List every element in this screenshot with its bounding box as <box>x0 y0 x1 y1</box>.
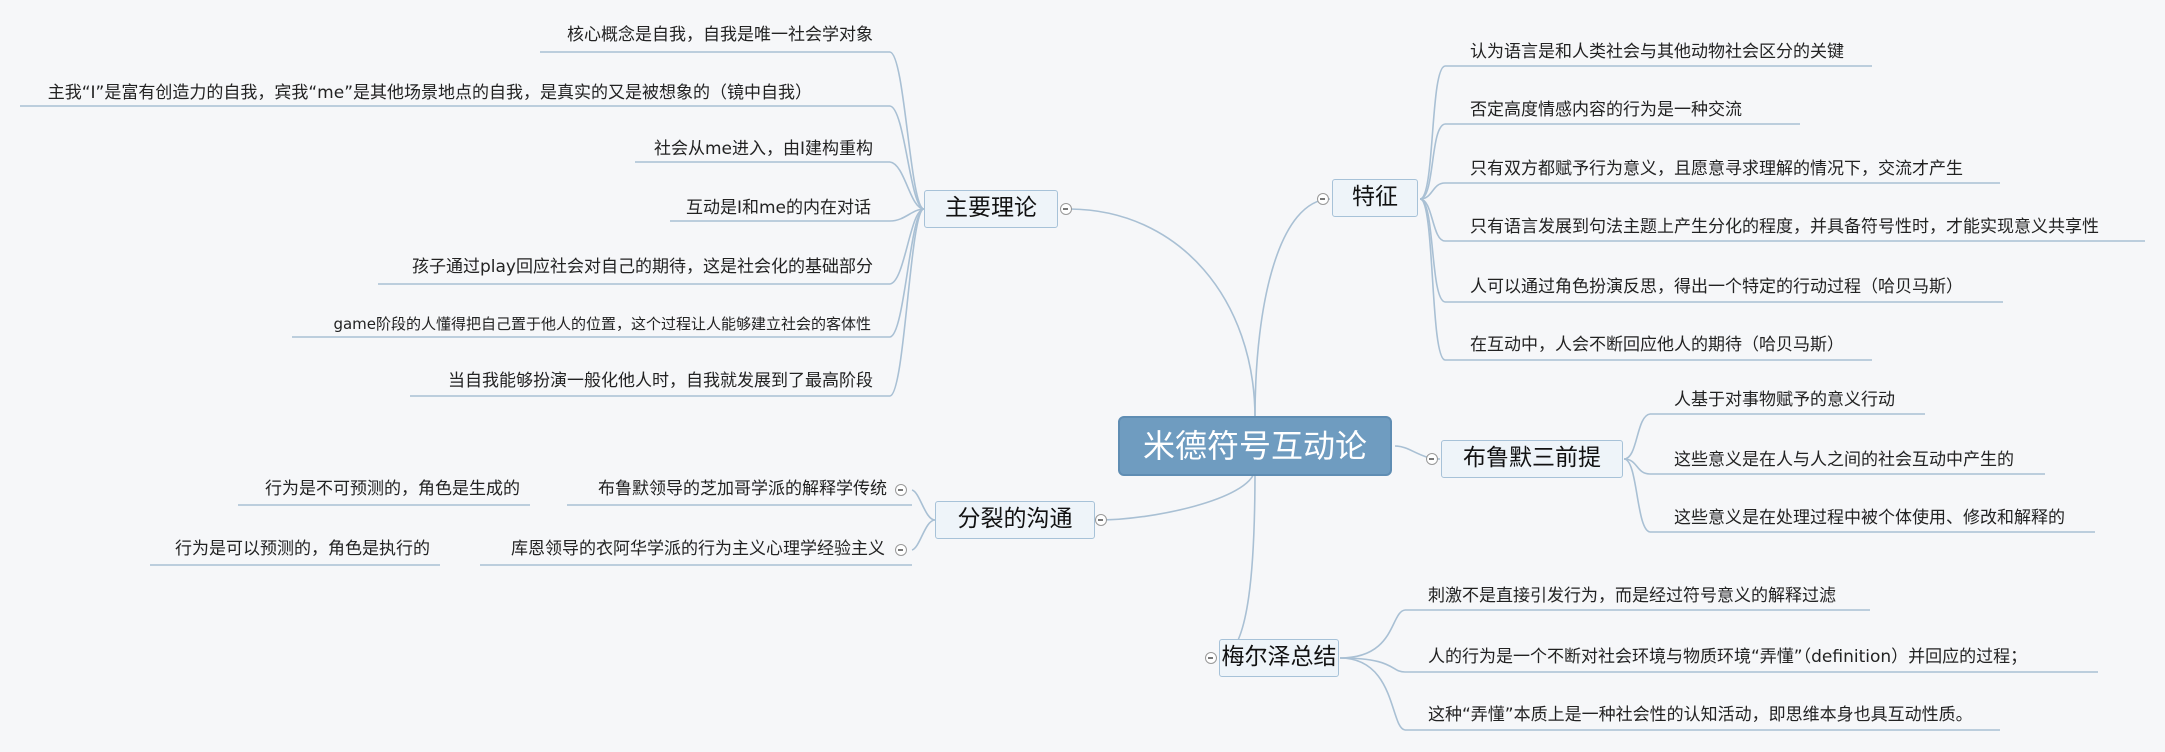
meltzer-edges <box>1339 609 2098 731</box>
features-item-3[interactable]: 只有双方都赋予行为意义，且愿意寻求理解的情况下，交流才产生 <box>1470 159 1963 179</box>
meltzer-item-3[interactable]: 这种“弄懂”本质上是一种社会性的认知活动，即思维本身也具互动性质。 <box>1428 705 1973 725</box>
features-item-5[interactable]: 人可以通过角色扮演反思，得出一个特定的行动过程（哈贝马斯） <box>1470 277 1963 297</box>
features-item-4[interactable]: 只有语言发展到句法主题上产生分化的程度，并具备符号性时，才能实现意义共享性 <box>1470 217 2099 237</box>
collapse-toggle-icon[interactable] <box>1060 203 1072 215</box>
collapse-toggle-icon[interactable] <box>1095 514 1107 526</box>
blumer-item-3[interactable]: 这些意义是在处理过程中被个体使用、修改和解释的 <box>1674 508 2065 528</box>
meltzer-item-2[interactable]: 人的行为是一个不断对社会环境与物质环境“弄懂”（definition）并回应的过… <box>1428 647 2028 667</box>
features-item-1[interactable]: 认为语言是和人类社会与其他动物社会区分的关键 <box>1470 42 1844 62</box>
split-edges <box>150 489 936 566</box>
blumer-edges <box>1623 413 2095 533</box>
blumer-item-1[interactable]: 人基于对事物赋予的意义行动 <box>1674 390 1895 410</box>
split-item-chicago-child[interactable]: 行为是不可预测的，角色是生成的 <box>265 479 520 499</box>
collapse-toggle-icon[interactable] <box>1205 652 1217 664</box>
main-theory-item-6[interactable]: game阶段的人懂得把自己置于他人的位置，这个过程让人能够建立社会的客体性 <box>333 315 871 333</box>
split-item-chicago[interactable]: 布鲁默领导的芝加哥学派的解释学传统 <box>598 479 887 499</box>
root-topic[interactable]: 米德符号互动论 <box>1118 416 1392 476</box>
main-theory-edges <box>20 51 925 397</box>
edge-root-features <box>1254 198 1331 419</box>
topic-main-theory[interactable]: 主要理论 <box>924 190 1058 228</box>
features-item-2[interactable]: 否定高度情感内容的行为是一种交流 <box>1470 100 1742 120</box>
edge-root-split <box>1099 469 1256 521</box>
main-theory-item-4[interactable]: 互动是I和me的内在对话 <box>685 198 871 218</box>
edge-root-meltzer <box>1219 469 1256 659</box>
collapse-toggle-icon[interactable] <box>895 544 907 556</box>
collapse-toggle-icon[interactable] <box>1426 453 1438 465</box>
main-theory-item-3[interactable]: 社会从me进入，由I建构重构 <box>653 139 873 159</box>
collapse-toggle-icon[interactable] <box>895 484 907 496</box>
split-item-iowa[interactable]: 库恩领导的衣阿华学派的行为主义心理学经验主义 <box>511 539 885 559</box>
main-theory-item-5[interactable]: 孩子通过play回应社会对自己的期待，这是社会化的基础部分 <box>412 257 873 277</box>
topic-features[interactable]: 特征 <box>1332 179 1418 217</box>
main-theory-item-2[interactable]: 主我“I”是富有创造力的自我，宾我“me”是其他场景地点的自我，是真实的又是被想… <box>47 83 812 103</box>
topic-split-communication[interactable]: 分裂的沟通 <box>935 501 1095 539</box>
edge-root-main-theory <box>1069 208 1256 419</box>
split-item-iowa-child[interactable]: 行为是可以预测的，角色是执行的 <box>175 539 430 559</box>
topic-blumer-premises[interactable]: 布鲁默三前提 <box>1441 440 1623 478</box>
features-edges <box>1419 65 2145 361</box>
blumer-item-2[interactable]: 这些意义是在人与人之间的社会互动中产生的 <box>1674 450 2014 470</box>
topic-meltzer-summary[interactable]: 梅尔泽总结 <box>1219 639 1339 677</box>
features-item-6[interactable]: 在互动中，人会不断回应他人的期待（哈贝马斯） <box>1470 335 1844 355</box>
collapse-toggle-icon[interactable] <box>1317 193 1329 205</box>
main-theory-item-7[interactable]: 当自我能够扮演一般化他人时，自我就发展到了最高阶段 <box>448 371 873 391</box>
main-theory-item-1[interactable]: 核心概念是自我，自我是唯一社会学对象 <box>567 25 873 45</box>
meltzer-item-1[interactable]: 刺激不是直接引发行为，而是经过符号意义的解释过滤 <box>1428 586 1836 606</box>
